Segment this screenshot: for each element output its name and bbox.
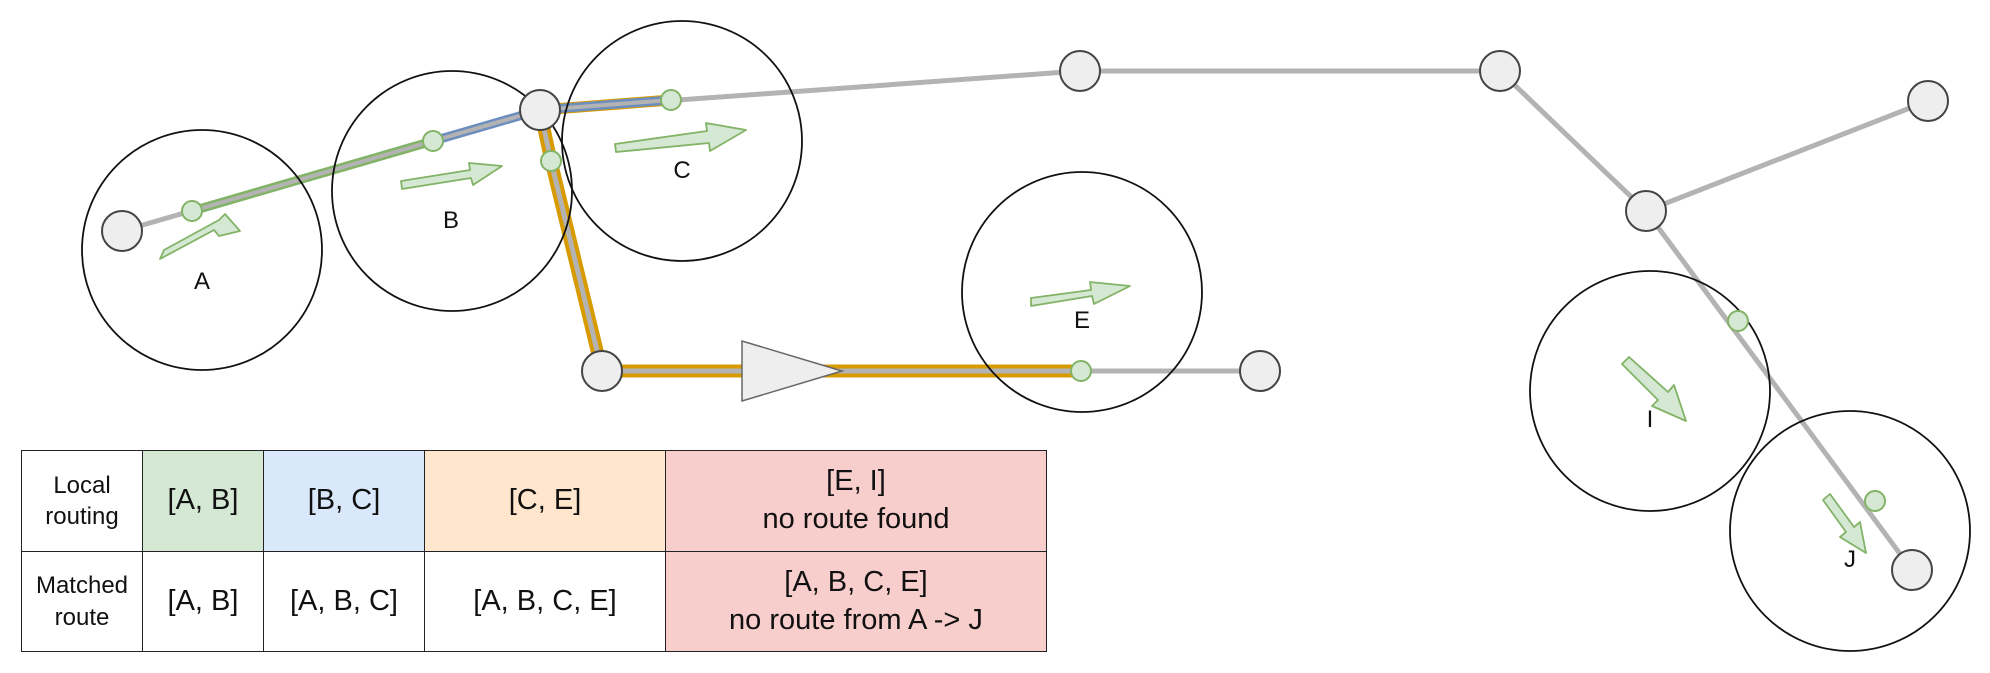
point-label-a: A — [194, 268, 210, 295]
road-node — [1907, 80, 1949, 122]
candidate-circles — [81, 20, 1971, 652]
local-routing-row: Local routing [A, B] [B, C] [C, E] [E, I… — [21, 450, 1047, 552]
heading-arrow-c-icon — [614, 122, 747, 153]
matched-point-b — [422, 130, 444, 152]
road-node — [1239, 350, 1281, 392]
point-label-j: J — [1844, 546, 1856, 573]
route-ce-path — [533, 94, 1088, 378]
heading-arrow-e-icon — [1030, 281, 1131, 307]
matched-point-i — [1727, 310, 1749, 332]
local-routing-ab: [A, B] — [142, 450, 264, 552]
point-label-i: I — [1647, 406, 1654, 433]
road-node — [1625, 190, 1667, 232]
heading-arrow-b-icon — [400, 162, 503, 190]
row-header-matched-route: Matched route — [21, 551, 143, 652]
direction-triangle-icon — [741, 339, 845, 403]
row-header-local-routing: Local routing — [21, 450, 143, 552]
local-routing-ce: [C, E] — [424, 450, 666, 552]
road-node — [519, 89, 561, 131]
point-label-b: B — [443, 207, 459, 234]
matched-point-j — [1864, 490, 1886, 512]
heading-arrow-a-icon — [159, 213, 241, 260]
matched-route-ei: [A, B, C, E] no route from A -> J — [665, 551, 1047, 652]
matched-route-ab: [A, B] — [142, 551, 264, 652]
heading-arrows — [159, 122, 1867, 554]
matched-points — [181, 89, 1886, 512]
road-segment — [1643, 98, 1931, 214]
road-segment — [1497, 68, 1649, 214]
matched-point-a — [181, 200, 203, 222]
road-node — [1891, 549, 1933, 591]
road-segment — [1643, 208, 1915, 573]
point-label-c: C — [673, 157, 690, 184]
road-node — [1059, 50, 1101, 92]
road-node — [101, 210, 143, 252]
matched-point-e — [1070, 360, 1092, 382]
routing-table: Local routing [A, B] [B, C] [C, E] [E, I… — [21, 450, 1047, 652]
candidate-circle-j — [1729, 410, 1971, 652]
candidate-circle-c — [561, 20, 803, 262]
candidate-circle-i — [1529, 270, 1771, 512]
local-routing-ei: [E, I] no route found — [665, 450, 1047, 552]
road-node — [581, 350, 623, 392]
candidate-circle-a — [81, 129, 323, 371]
local-routing-bc: [B, C] — [263, 450, 425, 552]
matched-point-c1 — [660, 89, 682, 111]
point-label-e: E — [1074, 307, 1090, 334]
matched-route-bc: [A, B, C] — [263, 551, 425, 652]
point-labels: A B C E I J — [194, 157, 1856, 573]
heading-arrow-j-icon — [1822, 493, 1867, 554]
matched-route-row: Matched route [A, B] [A, B, C] [A, B, C,… — [21, 551, 1047, 652]
candidate-circle-e — [961, 171, 1203, 413]
route-ab-path — [187, 136, 438, 216]
heading-arrow-i-icon — [1621, 356, 1687, 422]
matched-point-c2 — [540, 150, 562, 172]
road-nodes — [101, 50, 1949, 591]
matched-route-ce: [A, B, C, E] — [424, 551, 666, 652]
road-node — [1479, 50, 1521, 92]
